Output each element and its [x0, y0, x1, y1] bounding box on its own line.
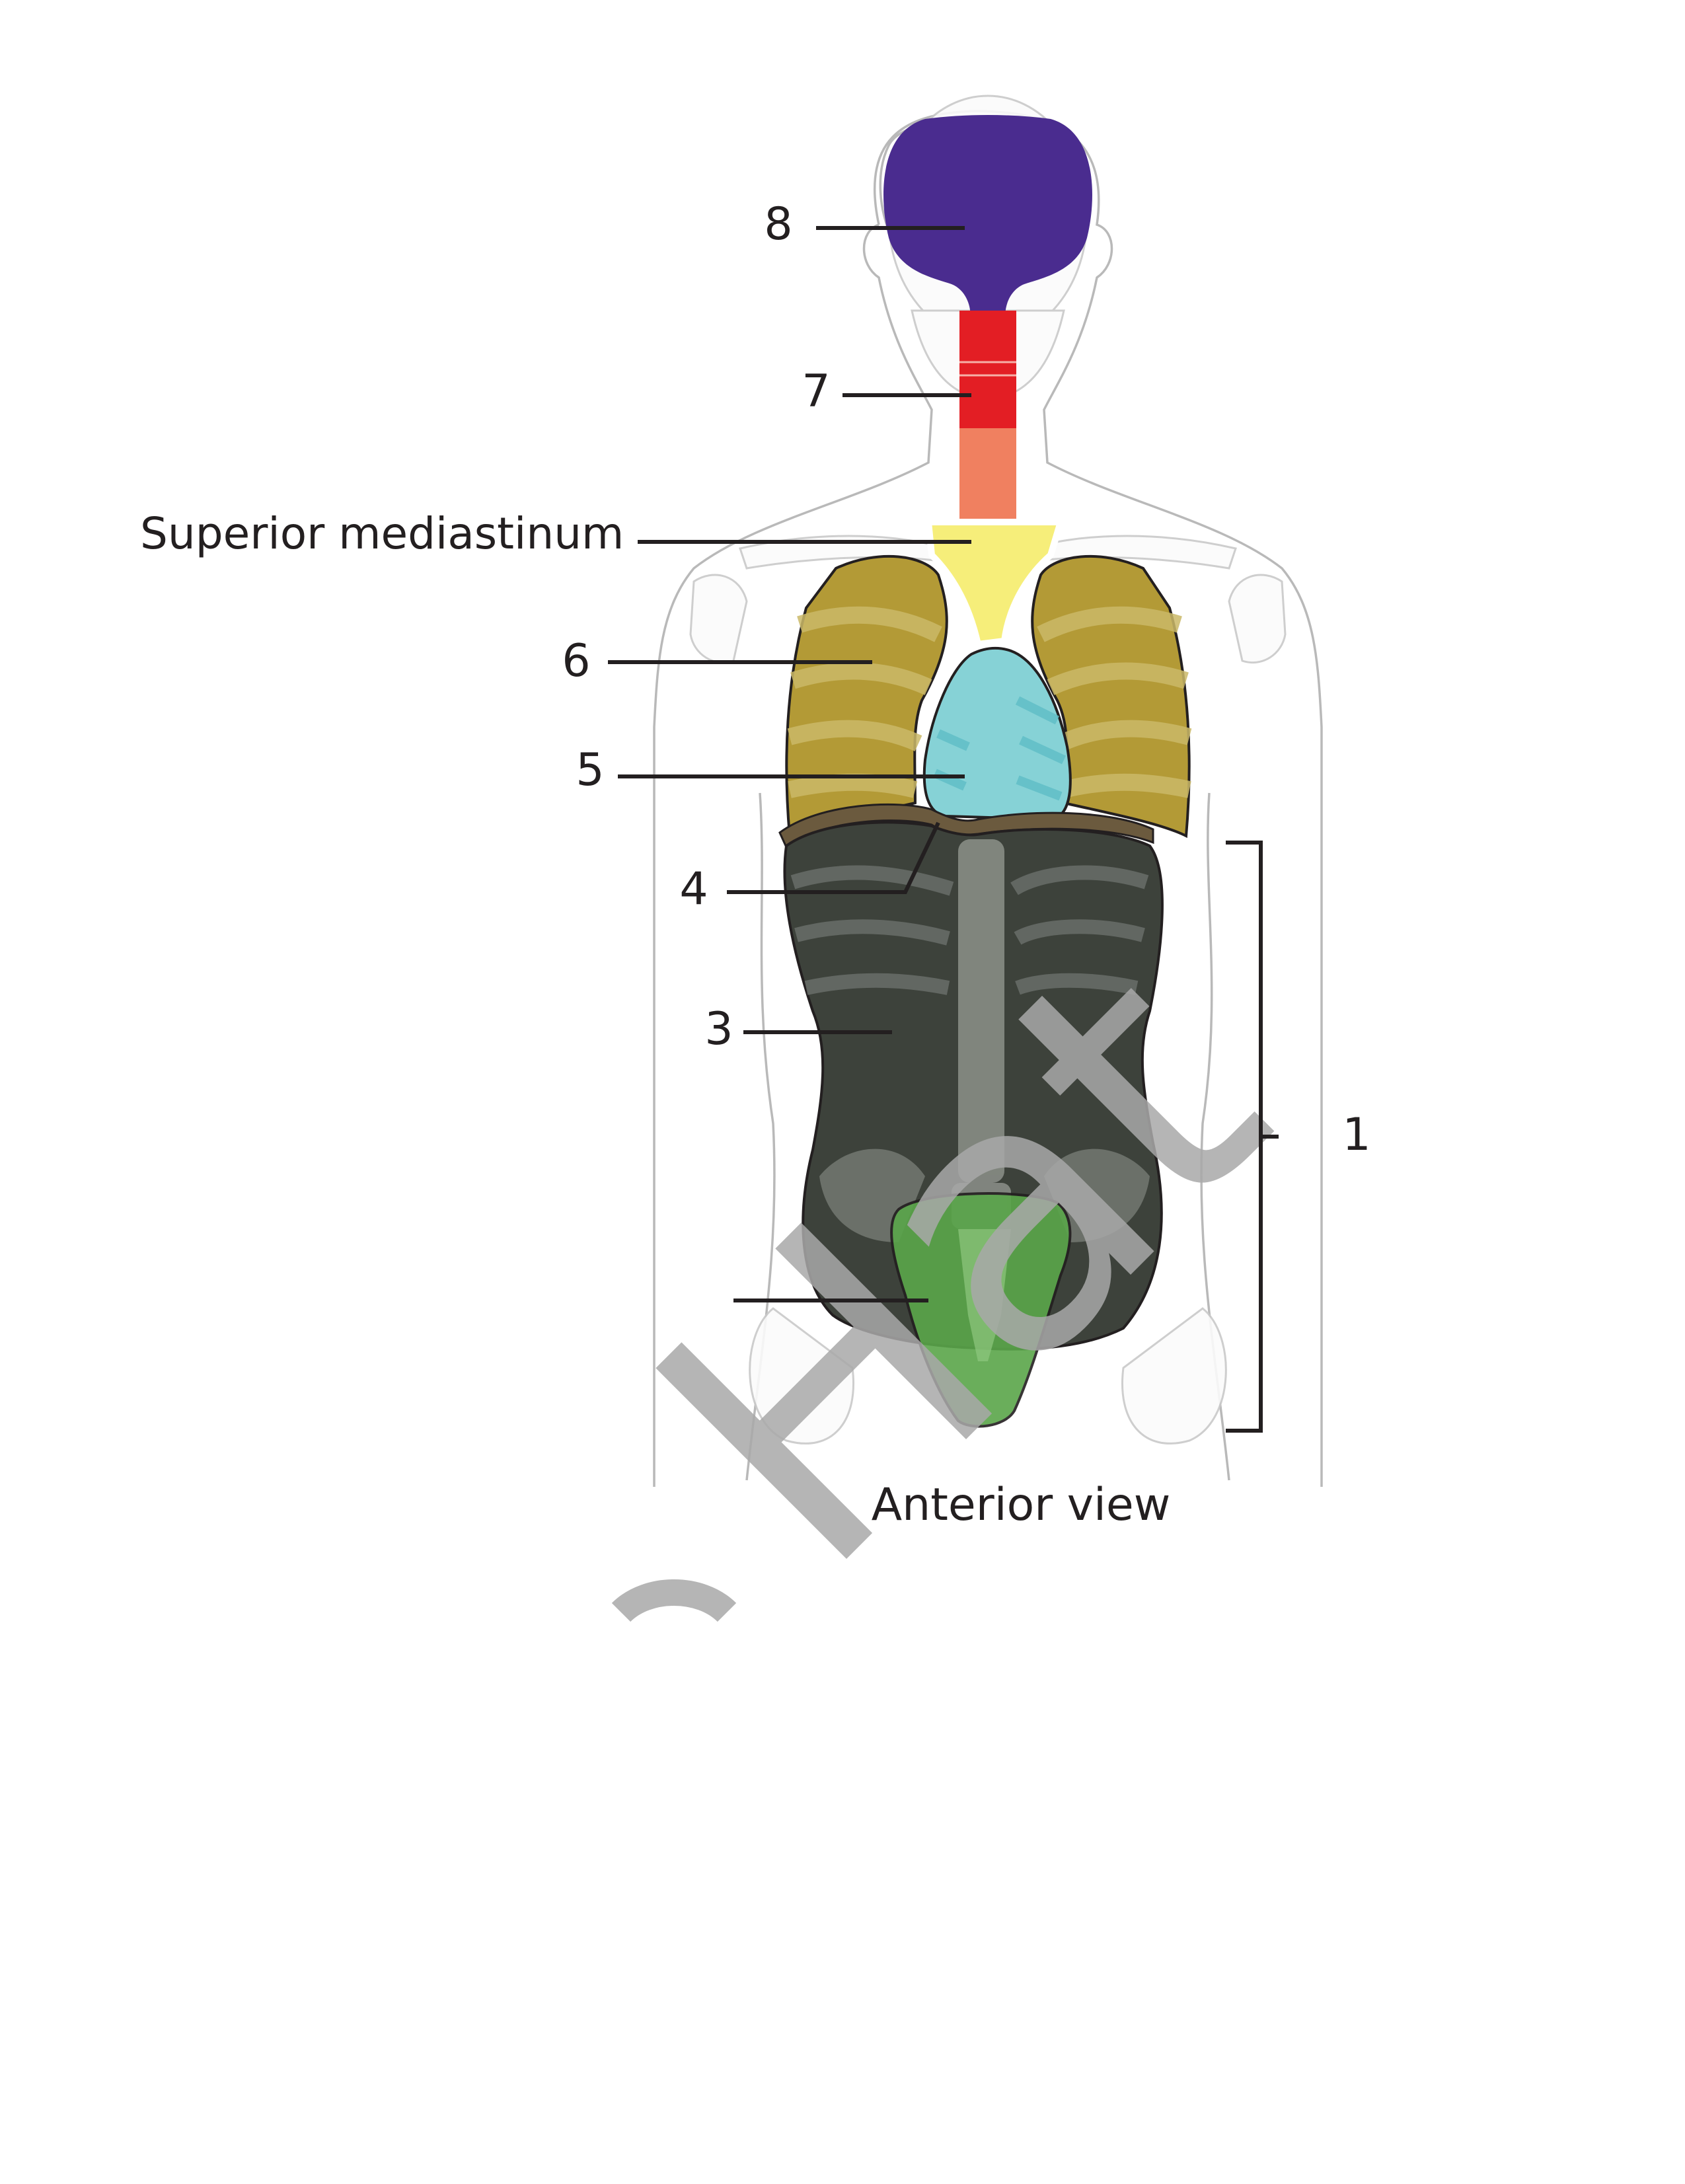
- cranial-cavity: [883, 115, 1092, 316]
- label-8: 8: [764, 198, 792, 250]
- label-6: 6: [562, 635, 590, 687]
- label-superior-mediastinum: Superior mediastinum: [140, 508, 624, 559]
- teeth-hint: [959, 361, 1016, 377]
- humerus-head-right: [689, 574, 748, 664]
- rib-bands: [787, 606, 1192, 798]
- caption-anterior-view: Anterior view: [872, 1479, 1171, 1531]
- label-7: 7: [802, 365, 830, 418]
- femur-head-right: [749, 1307, 854, 1445]
- diaphragm: [778, 803, 1154, 849]
- label-1: 1: [1342, 1109, 1370, 1161]
- leader-4: [727, 821, 940, 894]
- femur-head-left: [1121, 1307, 1227, 1445]
- abdominal-rib-hint: [790, 865, 1149, 995]
- label-4: 4: [679, 863, 708, 915]
- labels: 8 7 Superior mediastinum 6 5 4 3 1 Anter…: [140, 198, 1371, 1531]
- label-5: 5: [576, 744, 604, 796]
- sacrum-hint: [958, 1229, 1011, 1361]
- vertebral-canal-lower: [959, 428, 1016, 521]
- humerus-head-left: [1228, 574, 1287, 664]
- watermark: Hat: [578, 882, 1343, 1647]
- leader-lines: [608, 226, 1279, 1433]
- vertebral-canal-upper: [959, 311, 1016, 430]
- watermark-text: Hat: [578, 882, 1343, 1647]
- superior-mediastinum: [925, 519, 1064, 648]
- label-3: 3: [704, 1003, 733, 1055]
